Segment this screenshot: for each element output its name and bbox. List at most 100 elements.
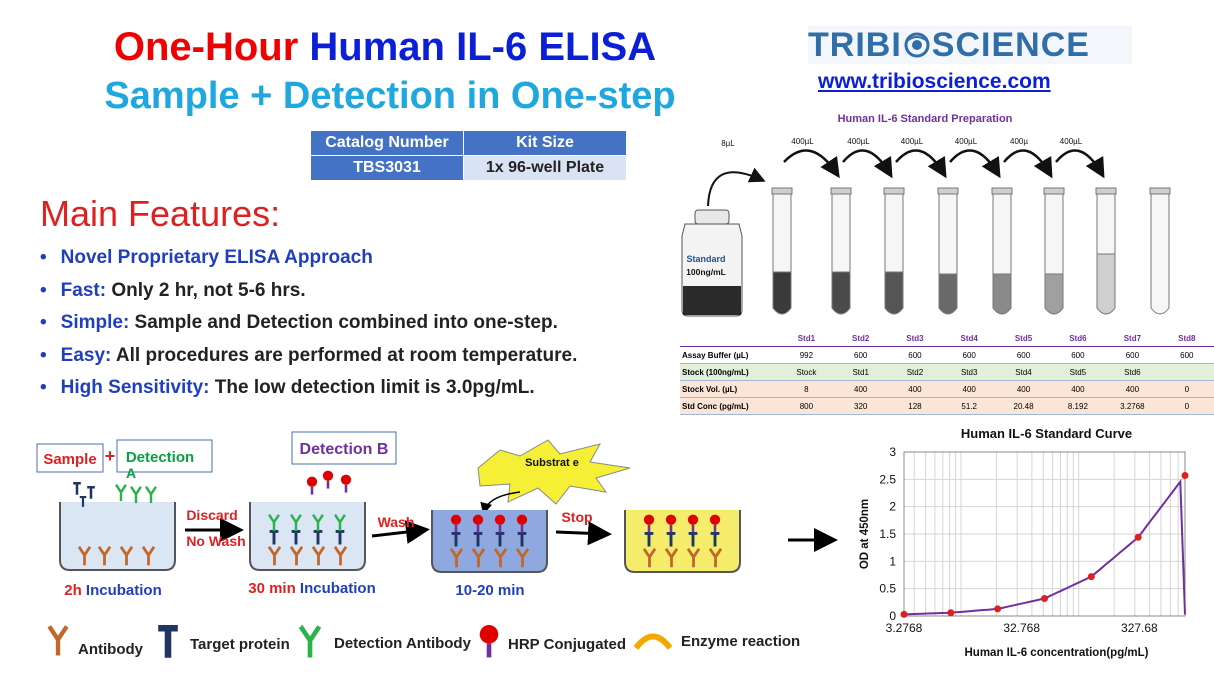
y-tick-label: 2.5 <box>879 472 896 486</box>
sample-box <box>36 443 104 473</box>
logo-right: SCIENCE <box>931 26 1090 64</box>
fit-curve <box>903 478 1186 616</box>
y-tick-label: 0 <box>889 609 896 623</box>
data-point <box>900 610 908 618</box>
standard-tube <box>991 187 1013 315</box>
step3-caption: 10-20 min <box>455 582 524 599</box>
feature-item: •Fast: Only 2 hr, not 5-6 hrs. <box>40 279 306 301</box>
detection-label: Detection <box>126 449 194 466</box>
stop-label: Stop <box>561 509 592 525</box>
legend-hrp: HRP Conjugated <box>508 636 626 653</box>
sample-label: Sample <box>43 451 96 468</box>
catalog-number: TBS3031 <box>310 155 464 181</box>
y-tick-label: 3 <box>889 445 896 459</box>
data-point <box>947 609 955 617</box>
vial-label: Standard <box>686 254 725 264</box>
title-part2: Human IL-6 ELISA <box>309 25 657 69</box>
transfer-arrow <box>895 149 947 179</box>
step1-caption: 2h Incubation <box>64 582 162 599</box>
standard-tube <box>937 187 959 315</box>
substrate-burst <box>477 439 631 505</box>
transfer-arrow <box>949 149 1001 179</box>
substrate-label: Substrat e <box>525 457 579 469</box>
detection-box <box>116 439 213 473</box>
well-step2 <box>249 502 366 571</box>
std-header: Std4 <box>942 330 997 347</box>
plus-sign: + <box>105 446 116 466</box>
standard-tube <box>1149 187 1171 315</box>
std-header: Std8 <box>1159 330 1214 347</box>
std-header: Std5 <box>996 330 1051 347</box>
legend-detection-antibody: Detection Antibody <box>334 635 472 652</box>
feature-item: •High Sensitivity: The low detection lim… <box>40 377 535 398</box>
transfer-label: 400µL <box>847 137 870 146</box>
well-step4 <box>624 510 741 573</box>
standard-prep-diagram: Standard 100ng/mL 8µL 400µL 400µL 400µL 400… <box>681 137 1171 317</box>
y-tick-label: 2 <box>889 500 896 514</box>
transfer-arrow <box>1003 149 1053 179</box>
page-title: One-Hour Human IL-6 ELISA <box>0 24 770 70</box>
well-step1 <box>59 482 176 571</box>
standard-prep-title: Human IL-6 Standard Preparation <box>837 113 1013 125</box>
x-axis-label: Human IL-6 concentration(pg/mL) <box>965 647 1149 659</box>
detection-b-label: Detection B <box>300 441 389 458</box>
features-title: Main Features: <box>40 193 281 234</box>
std-header: Std6 <box>1050 330 1106 347</box>
legend-enzyme: Enzyme reaction <box>681 633 800 650</box>
data-point <box>1134 533 1142 541</box>
workflow-diagram: Sample + Detection A 2h Incubation Disca… <box>36 431 838 680</box>
title-part1: One-Hour <box>113 25 299 69</box>
plot-area <box>903 451 1186 617</box>
standard-vial: Standard 100ng/mL <box>681 209 743 317</box>
std-header: Std1 <box>779 330 834 347</box>
logo-eye-icon <box>904 32 930 58</box>
std-header: Std7 <box>1105 330 1160 347</box>
standard-table: Std1 Std2 Std3 Std4 Std5 Std6 Std7 Std8 … <box>680 330 1214 415</box>
feature-item: •Easy: All procedures are performed at r… <box>40 344 578 366</box>
transfer-arrow <box>783 149 840 179</box>
legend-target: Target protein <box>190 636 290 653</box>
y-axis-label: OD at 450nm <box>859 499 871 569</box>
transfer-label-first: 8µL <box>721 139 735 148</box>
vial-conc: 100ng/mL <box>686 267 726 277</box>
data-point <box>1181 472 1189 480</box>
transfer-label: 400µL <box>901 137 924 146</box>
transfer-label: 400µL <box>791 137 814 146</box>
brand-logo: TRIBI SCIENCE <box>808 26 1132 64</box>
step2-caption: 30 min Incubation <box>248 580 376 597</box>
y-tick-label: 1.5 <box>879 527 896 541</box>
transfer-label: 400µL <box>955 137 978 146</box>
standard-curve-chart: Human IL-6 Standard Curve00.511.522.533.… <box>859 426 1189 659</box>
data-point <box>1041 595 1048 603</box>
page-subtitle: Sample + Detection in One-step <box>104 75 676 117</box>
std-header: Std3 <box>887 330 943 347</box>
website-link[interactable]: www.tribioscience.com <box>818 70 1051 93</box>
well-step3 <box>431 510 548 573</box>
kit-size: 1x 96-well Plate <box>463 155 627 181</box>
standard-tube <box>1043 187 1065 315</box>
transfer-label: 400µL <box>1060 137 1083 146</box>
data-point <box>1087 573 1095 581</box>
transfer-label: 400µ <box>1010 137 1028 146</box>
detection-b-box <box>291 431 397 465</box>
standard-tube <box>771 187 793 315</box>
x-tick-label: 3.2768 <box>886 621 923 635</box>
feature-item: •Novel Proprietary ELISA Approach <box>40 247 373 268</box>
y-tick-label: 1 <box>889 554 896 568</box>
transfer-arrow <box>1055 149 1105 179</box>
standard-tube <box>830 187 852 315</box>
catalog-header: Catalog Number <box>310 130 464 156</box>
features-list: •Novel Proprietary ELISA Approach •Fast:… <box>40 243 577 406</box>
data-point <box>994 605 1002 613</box>
wash-label: Wash <box>378 514 415 530</box>
standard-tube <box>1095 187 1117 315</box>
legend-antibody: Antibody <box>78 641 144 658</box>
logo-left: TRIBI <box>808 26 902 64</box>
standard-tube <box>883 187 905 315</box>
legend: Antibody Target protein Detection Antibo… <box>49 620 800 658</box>
transfer-arrow <box>842 149 893 179</box>
